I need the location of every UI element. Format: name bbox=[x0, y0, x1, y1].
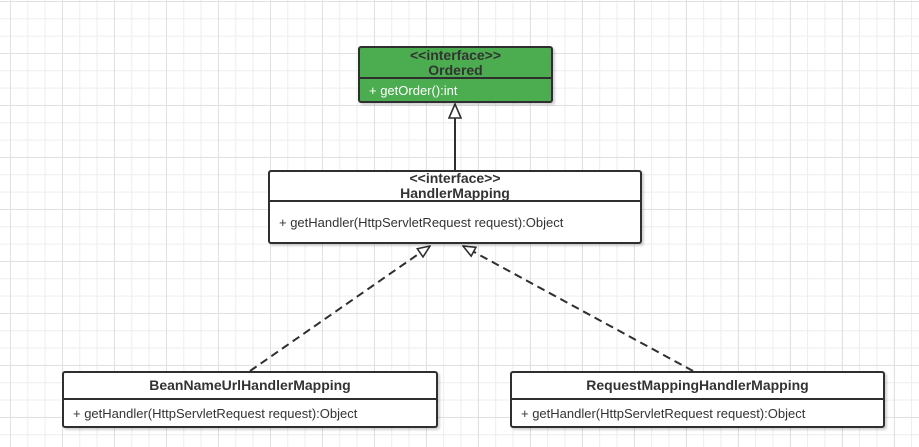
class-box-bean-name-url-handler-mapping: BeanNameUrlHandlerMapping + getHandler(H… bbox=[62, 371, 438, 428]
class-name: BeanNameUrlHandlerMapping bbox=[149, 377, 351, 393]
class-header: BeanNameUrlHandlerMapping bbox=[64, 373, 436, 400]
class-method: + getOrder():int bbox=[369, 82, 458, 98]
class-box-ordered: <<interface>> Ordered + getOrder():int bbox=[358, 46, 553, 103]
class-name: Ordered bbox=[428, 61, 483, 78]
class-box-handler-mapping: <<interface>> HandlerMapping + getHandle… bbox=[268, 170, 642, 244]
class-methods: + getHandler(HttpServletRequest request)… bbox=[64, 400, 436, 426]
realization-arrow-beannameurl-to-handlermapping bbox=[249, 246, 430, 372]
class-header: <<interface>> HandlerMapping bbox=[270, 170, 640, 202]
class-header: <<interface>> Ordered bbox=[360, 46, 551, 79]
class-method: + getHandler(HttpServletRequest request)… bbox=[521, 405, 806, 421]
class-methods: + getHandler(HttpServletRequest request)… bbox=[270, 202, 640, 242]
class-stereotype: <<interface>> bbox=[409, 46, 502, 63]
class-method: + getHandler(HttpServletRequest request)… bbox=[279, 214, 564, 230]
class-methods: + getHandler(HttpServletRequest request)… bbox=[512, 400, 883, 426]
class-name: RequestMappingHandlerMapping bbox=[586, 377, 809, 393]
class-method: + getHandler(HttpServletRequest request)… bbox=[73, 405, 358, 421]
class-methods: + getOrder():int bbox=[360, 79, 551, 101]
class-stereotype: <<interface>> bbox=[409, 170, 501, 186]
realization-arrow-requestmapping-to-handlermapping bbox=[463, 246, 694, 372]
class-box-request-mapping-handler-mapping: RequestMappingHandlerMapping + getHandle… bbox=[510, 371, 885, 428]
class-header: RequestMappingHandlerMapping bbox=[512, 373, 883, 400]
class-name: HandlerMapping bbox=[400, 185, 510, 201]
